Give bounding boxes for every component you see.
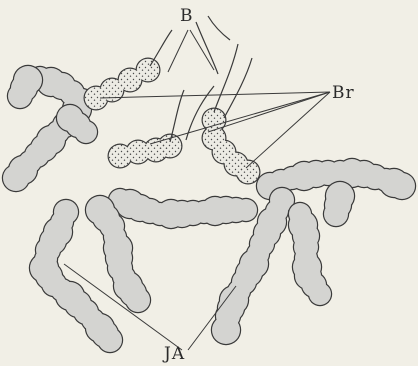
bronchiole-strand bbox=[214, 44, 238, 112]
lobule bbox=[3, 165, 29, 191]
bronchiole-strand bbox=[170, 90, 184, 142]
duct-stipple bbox=[137, 59, 160, 82]
stippled-ducts bbox=[84, 58, 261, 185]
bronchiole-strand bbox=[208, 16, 230, 40]
leader-line bbox=[168, 30, 188, 72]
leader-line bbox=[150, 92, 330, 144]
duct-segment bbox=[202, 108, 261, 185]
bronchiole-strand bbox=[224, 58, 252, 118]
lobule bbox=[235, 199, 257, 221]
alveolar-lobules bbox=[2, 65, 416, 353]
leader-line bbox=[246, 92, 330, 168]
lobule bbox=[8, 84, 32, 108]
bronchiole-strand bbox=[196, 22, 218, 74]
leader-line bbox=[100, 92, 330, 98]
lobule-chain bbox=[323, 181, 355, 227]
lobule bbox=[126, 288, 150, 312]
duct-stipple bbox=[237, 161, 260, 184]
lobule-chain bbox=[108, 188, 258, 229]
duct-segment bbox=[84, 58, 161, 111]
lobule bbox=[309, 283, 331, 305]
leader-line bbox=[208, 92, 330, 132]
bronchiole-strand bbox=[150, 30, 172, 66]
lobule bbox=[75, 121, 97, 143]
lobule bbox=[212, 316, 240, 344]
lobule bbox=[98, 328, 122, 352]
label-ja: JA bbox=[164, 346, 185, 363]
label-br: Br bbox=[332, 85, 355, 102]
lobule bbox=[389, 173, 415, 199]
lobule bbox=[324, 202, 348, 226]
label-b: B bbox=[180, 8, 194, 25]
lobule-chain bbox=[7, 65, 43, 109]
